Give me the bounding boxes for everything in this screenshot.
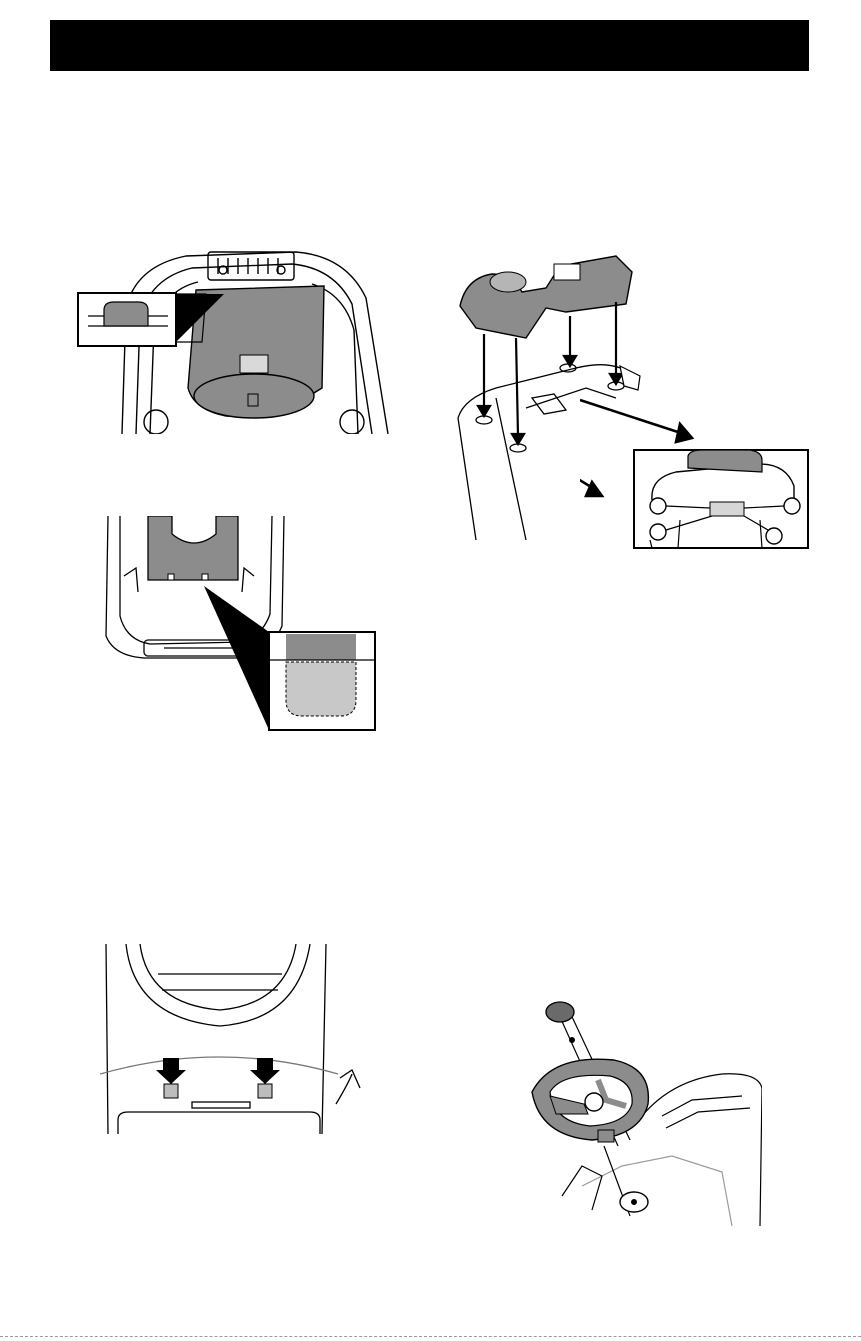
page-bottom-rule [0, 1336, 861, 1337]
body-mount-screws-callout-illustration [580, 360, 810, 550]
hood-front-arrows-illustration [100, 944, 362, 1134]
seat-pan-rear-tab-illustration [104, 516, 377, 732]
steering-wheel-installation-illustration [522, 996, 762, 1226]
section-header-bar [50, 20, 809, 71]
battery-cover-top-view-illustration [76, 238, 394, 434]
